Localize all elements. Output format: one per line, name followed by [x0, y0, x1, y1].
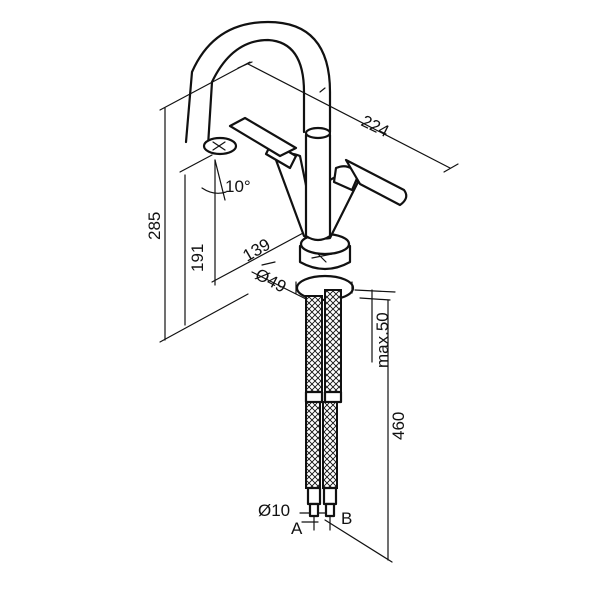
gooseneck-spout: [184, 20, 332, 156]
supply-hoses: [304, 289, 343, 531]
dim-139-label: 139: [240, 235, 274, 266]
max-thickness-label: max.50: [373, 312, 392, 368]
dimension-lines: [159, 61, 459, 563]
inlet-b-label: B: [341, 509, 352, 528]
dim-285-label: 285: [145, 212, 164, 240]
hole-diameter-label: Ø49: [252, 265, 289, 297]
angle-10-label: 10°: [225, 177, 251, 196]
hose-diameter-label: Ø10: [258, 501, 290, 520]
dim-224-label: 224: [358, 112, 392, 142]
inlet-a-label: A: [291, 519, 303, 538]
hose-length-label: 460: [389, 412, 408, 440]
spout-column: [304, 126, 332, 242]
right-valve-cone: [316, 158, 408, 240]
dim-191-label: 191: [188, 244, 207, 272]
